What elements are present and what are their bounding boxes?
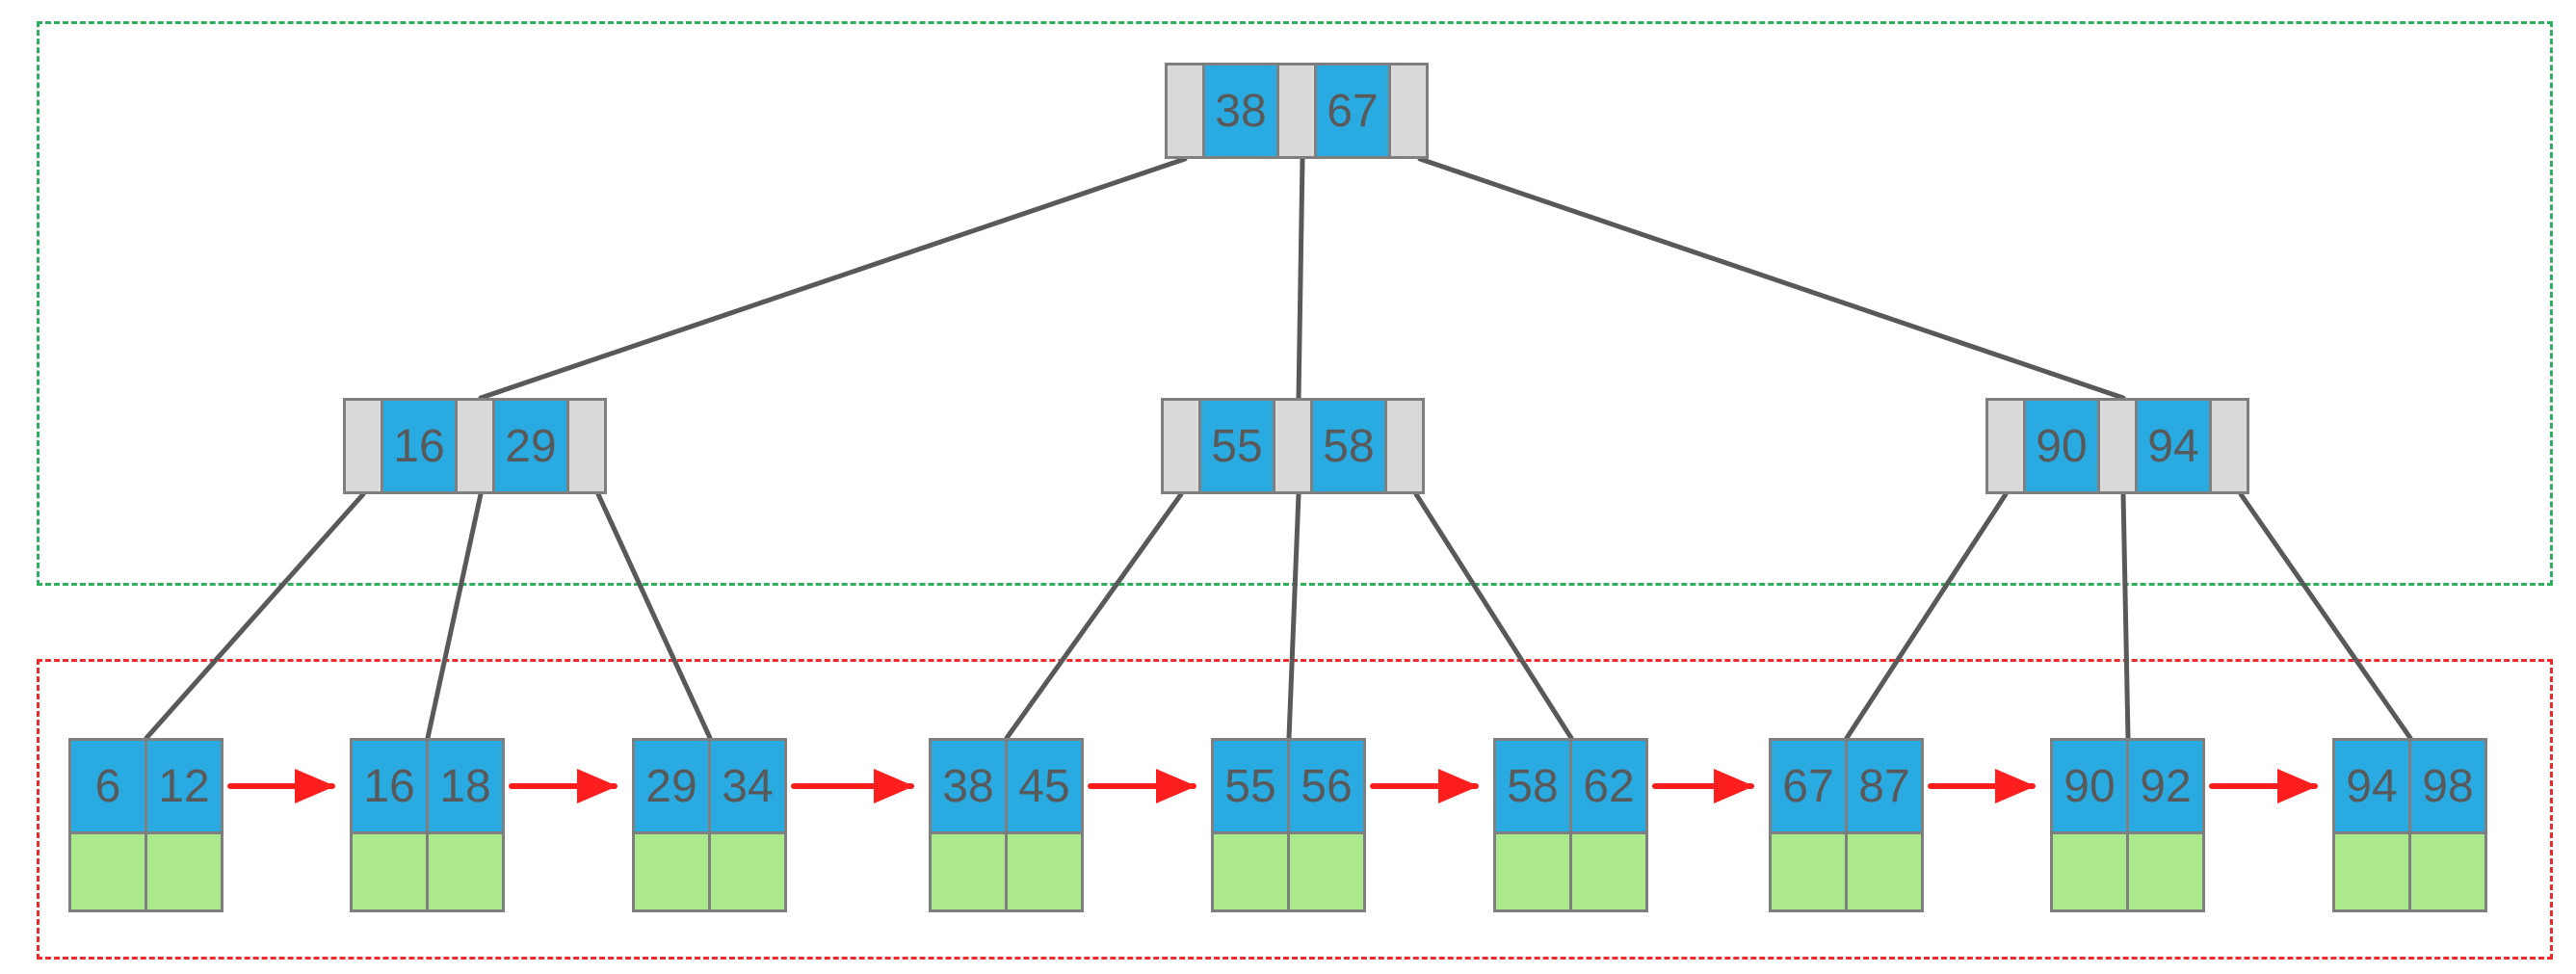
key-cell: 94: [2135, 398, 2212, 494]
key-cell: 92: [2126, 738, 2205, 834]
leaf-data-cell: [1769, 831, 1848, 912]
tree-edge: [478, 156, 1188, 401]
leaf-data-cell: [2408, 831, 2487, 912]
key-cell: 16: [381, 398, 458, 494]
tree-edge: [1417, 156, 2126, 401]
pointer-cell: [566, 398, 607, 494]
key-cell: 58: [1310, 398, 1387, 494]
key-cell: 55: [1198, 398, 1275, 494]
pointer-cell: [455, 398, 495, 494]
key-cell: 58: [1493, 738, 1572, 834]
key-cell: 67: [1314, 63, 1391, 159]
leaf-data-cell: [2126, 831, 2205, 912]
leaf-data-cell: [2050, 831, 2129, 912]
pointer-cell: [1165, 63, 1205, 159]
internal-node: 90 94: [1985, 398, 2249, 494]
key-cell: 45: [1005, 738, 1084, 834]
key-cell: 56: [1287, 738, 1366, 834]
key-cell: 87: [1845, 738, 1924, 834]
tree-edge: [1004, 491, 1184, 741]
tree-edge: [144, 491, 366, 741]
leaf-data-cell: [632, 831, 711, 912]
key-cell: 90: [2023, 398, 2100, 494]
tree-edge: [2120, 491, 2131, 741]
leaf-data-cell: [1005, 831, 1084, 912]
leaf-node: 29 34: [632, 738, 790, 912]
key-cell: 98: [2408, 738, 2487, 834]
tree-edge: [2238, 491, 2413, 741]
leaf-data-cell: [929, 831, 1008, 912]
pointer-cell: [1276, 63, 1317, 159]
leaf-data-cell: [708, 831, 787, 912]
key-cell: 12: [145, 738, 223, 834]
key-cell: 16: [350, 738, 429, 834]
key-cell: 29: [492, 398, 569, 494]
leaf-node: 67 87: [1769, 738, 1927, 912]
leaf-node: 55 56: [1211, 738, 1369, 912]
key-cell: 55: [1211, 738, 1290, 834]
key-cell: 38: [1202, 63, 1279, 159]
internal-node: 16 29: [343, 398, 607, 494]
pointer-cell: [1273, 398, 1313, 494]
tree-edge: [1413, 491, 1574, 741]
leaf-data-cell: [1845, 831, 1924, 912]
key-cell: 38: [929, 738, 1008, 834]
pointer-cell: [2097, 398, 2138, 494]
leaf-data-cell: [145, 831, 223, 912]
leaf-data-cell: [2332, 831, 2411, 912]
leaf-node: 58 62: [1493, 738, 1651, 912]
key-cell: 67: [1769, 738, 1848, 834]
leaf-data-cell: [1493, 831, 1572, 912]
pointer-cell: [1985, 398, 2026, 494]
key-cell: 34: [708, 738, 787, 834]
root-node: 38 67: [1165, 63, 1429, 159]
pointer-cell: [2209, 398, 2249, 494]
leaf-node: 94 98: [2332, 738, 2490, 912]
leaf-data-cell: [1287, 831, 1366, 912]
key-cell: 62: [1569, 738, 1648, 834]
leaf-data-cell: [350, 831, 429, 912]
leaf-data-cell: [1211, 831, 1290, 912]
pointer-cell: [1161, 398, 1201, 494]
leaf-data-cell: [1569, 831, 1648, 912]
key-cell: 18: [426, 738, 505, 834]
leaf-data-cell: [426, 831, 505, 912]
pointer-cell: [1388, 63, 1429, 159]
internal-node: 55 58: [1161, 398, 1425, 494]
tree-edge: [1844, 491, 2009, 741]
leaf-node: 16 18: [350, 738, 508, 912]
tree-edge: [1296, 156, 1305, 401]
leaf-node: 90 92: [2050, 738, 2208, 912]
tree-edge: [425, 491, 484, 741]
pointer-cell: [343, 398, 383, 494]
key-cell: 29: [632, 738, 711, 834]
tree-edge: [1286, 491, 1301, 741]
tree-edge: [595, 491, 713, 741]
leaf-node: 6 12: [68, 738, 226, 912]
key-cell: 6: [68, 738, 147, 834]
pointer-cell: [1384, 398, 1425, 494]
key-cell: 94: [2332, 738, 2411, 834]
leaf-node: 38 45: [929, 738, 1087, 912]
leaf-data-cell: [68, 831, 147, 912]
key-cell: 90: [2050, 738, 2129, 834]
